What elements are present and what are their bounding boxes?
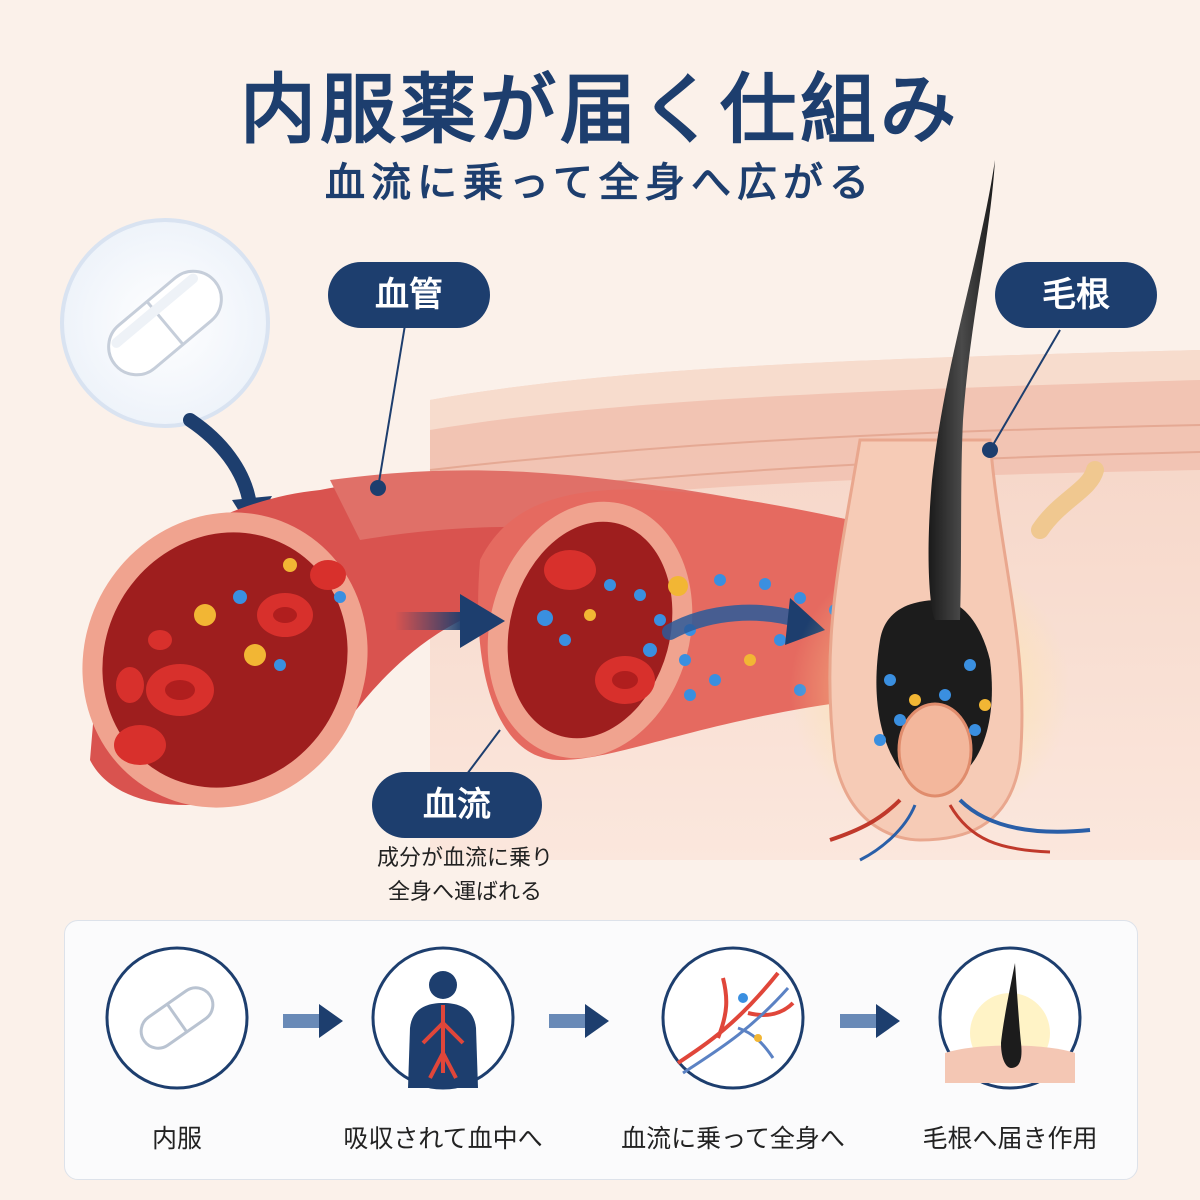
caption-line-1: 成分が血流に乗り [376,846,553,871]
follicle-label: 毛根 [995,262,1157,328]
blood-vessel-icon [661,946,805,1090]
hair-root-icon [938,946,1082,1090]
vessel-label: 血管 [328,262,490,328]
page-subtitle: 血流に乗って全身へ広がる [325,160,875,206]
bloodflow-label: 血流 [372,772,542,838]
step-label-circulation: 血流に乗って全身へ [621,1124,845,1153]
bloodflow-caption: 成分が血流に乗り 全身へ運ばれる [340,842,590,910]
step-label-intake: 内服 [151,1124,202,1153]
body-circulation-icon [371,946,515,1090]
capsule-arrow [183,413,257,512]
step-arrow-icon [840,1004,900,1038]
flow-arrow-1 [395,594,505,648]
illustration [60,160,1200,862]
step-label-absorption: 吸収されて血中へ [343,1124,543,1153]
capsule-icon [105,946,249,1090]
page-title: 内服薬が届く仕組み [240,65,960,154]
hair-follicle [790,160,1104,862]
caption-line-2: 全身へ運ばれる [387,880,542,905]
process-steps-panel: 内服 吸収されて血中へ 血流に乗って全身へ 毛根へ届き作用 [64,920,1138,1180]
capsule-bubble [60,218,270,428]
step-label-follicle-action: 毛根へ届き作用 [922,1124,1098,1153]
step-arrow-icon [549,1004,609,1038]
step-arrow-icon [283,1004,343,1038]
